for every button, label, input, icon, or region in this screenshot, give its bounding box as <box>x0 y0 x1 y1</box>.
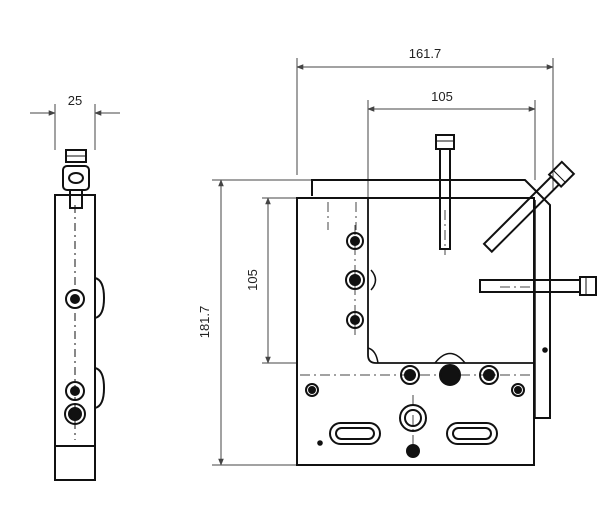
dim-label-inner-height: 105 <box>245 269 260 291</box>
horizontal-adjust-screw <box>479 276 597 296</box>
plate-hole <box>305 383 319 397</box>
dim-label-overall-height: 181.7 <box>197 306 212 339</box>
dim-label-inner-width: 105 <box>431 89 453 104</box>
stage-outline <box>367 198 534 364</box>
dimension-side-width <box>30 104 120 150</box>
diagonal-adjust-screw <box>482 160 576 254</box>
dim-label-side-width: 25 <box>68 93 82 108</box>
stage-hole <box>346 311 364 329</box>
center-hole <box>399 404 427 432</box>
mounting-slot <box>446 422 498 445</box>
back-frame <box>311 179 551 419</box>
vertical-adjust-screw <box>435 134 455 250</box>
stage-hole <box>346 232 364 250</box>
mounting-slot <box>329 422 381 445</box>
front-view: 161.7 105 181.7 105 <box>197 46 597 466</box>
side-hole <box>64 403 86 425</box>
dimension-overall-width <box>296 58 554 190</box>
dim-label-overall-width: 161.7 <box>409 46 442 61</box>
dimension-inner-width <box>367 100 536 200</box>
plate-hole <box>439 364 461 386</box>
plate-hole <box>400 365 420 385</box>
side-hole <box>65 289 85 309</box>
plate-hole <box>479 365 499 385</box>
side-view: 25 <box>30 93 120 481</box>
dimension-overall-height <box>212 179 312 466</box>
main-plate <box>296 197 535 466</box>
side-body <box>54 194 96 481</box>
dimension-inner-height <box>262 197 297 364</box>
side-hole <box>65 381 85 401</box>
plate-hole <box>511 383 525 397</box>
stage-hole <box>345 270 365 290</box>
side-screw-head <box>62 149 90 209</box>
